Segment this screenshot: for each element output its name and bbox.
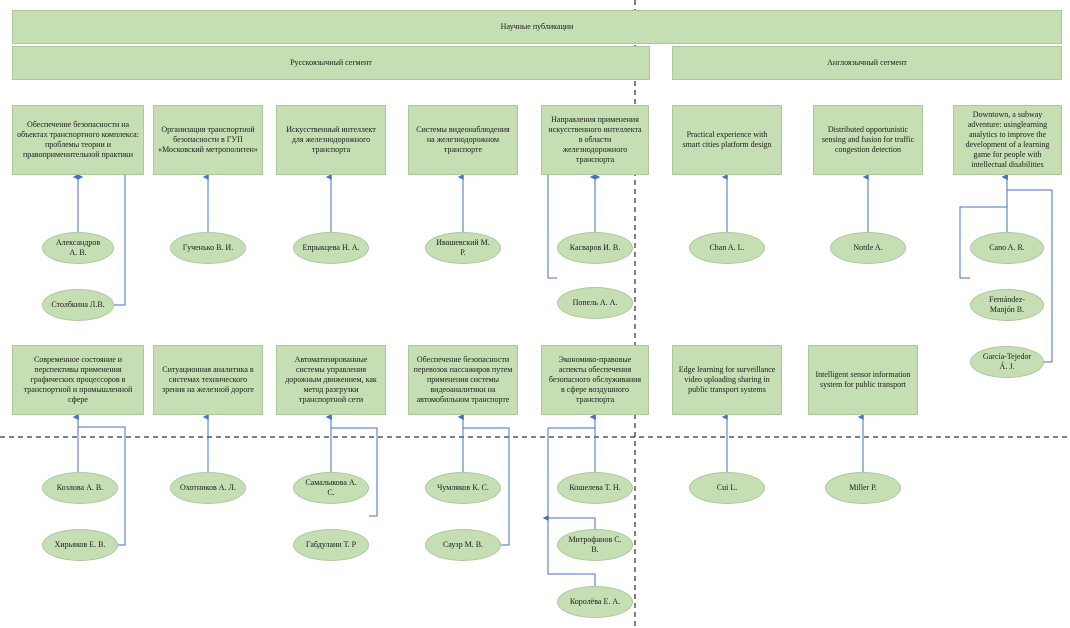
- author-oval: Cui L.: [689, 472, 765, 504]
- connector-arrow: [325, 414, 378, 517]
- topic-box: Обеспечение безопасности перевозок пасса…: [408, 345, 518, 415]
- diagram-title: Научные публикации: [12, 10, 1062, 44]
- author-oval: Кошелева Т. Н.: [557, 472, 633, 504]
- author-oval: Ивашевский М. Р.: [425, 232, 501, 264]
- author-oval: Попель А. А.: [557, 287, 633, 319]
- author-oval: Чумляков К. С.: [425, 472, 501, 504]
- author-oval: Chan A. L.: [689, 232, 765, 264]
- connector-arrow: [542, 515, 596, 586]
- topic-box: Организация транспортной безопасности в …: [153, 105, 263, 175]
- connector-arrow: [72, 414, 126, 546]
- topic-box: Обеспечение безопасности на объектах тра…: [12, 105, 144, 175]
- connector-arrow: [1001, 174, 1053, 363]
- author-oval: Fernández-Manjón B.: [970, 289, 1044, 321]
- topic-box: Системы видеонаблюдения на железнодорожн…: [408, 105, 518, 175]
- topic-box: Practical experience with smart cities p…: [672, 105, 782, 175]
- author-oval: Митрофанов С. В.: [557, 529, 633, 561]
- author-oval: Габдулаин Т. Р: [293, 529, 369, 561]
- topic-box: Distributed opportunistic sensing and fu…: [813, 105, 923, 175]
- topic-box: Экономико-правовые аспекты обеспечения б…: [541, 345, 649, 415]
- topic-box: Downtown, a subway adventure: usinglearn…: [953, 105, 1062, 175]
- topic-box: Intelligent sensor information system fo…: [808, 345, 918, 415]
- author-oval: Miller P.: [825, 472, 901, 504]
- author-oval: Охотников А. Л.: [170, 472, 246, 504]
- author-oval: Cano A. R.: [970, 232, 1044, 264]
- author-oval: Королёва Е. А.: [557, 586, 633, 618]
- author-oval: Гученько В. И.: [170, 232, 246, 264]
- author-oval: Хирьяков Е. В.: [42, 529, 118, 561]
- russian-segment-header: Русскоязычный сегмент: [12, 46, 650, 80]
- connector-arrow: [457, 414, 510, 546]
- topic-box: Ситуационная аналитика в системах технич…: [153, 345, 263, 415]
- author-oval: Епрыкцева Н. А.: [293, 232, 369, 264]
- connector-arrow: [547, 414, 596, 529]
- author-oval: Касваров И. В.: [557, 232, 633, 264]
- topic-box: Направления применения искусственного ин…: [541, 105, 649, 175]
- author-oval: Александров А. В.: [42, 232, 114, 264]
- topic-box: Современное состояние и перспективы прим…: [12, 345, 144, 415]
- author-oval: Nottle A.: [830, 232, 906, 264]
- topic-box: Автоматизированные системы управления до…: [276, 345, 386, 415]
- english-segment-header: Англоязычный сегмент: [672, 46, 1062, 80]
- author-oval: Козлова А. В.: [42, 472, 118, 504]
- connector-arrow: [959, 174, 1008, 279]
- author-oval: Самалыкова А. С.: [293, 472, 369, 504]
- topic-box: Edge learning for surveillance video upl…: [672, 345, 782, 415]
- author-oval: Саузр М. В.: [425, 529, 501, 561]
- author-oval: García-Tejedor Á. J.: [970, 346, 1044, 378]
- author-oval: Столбкина Л.В.: [42, 289, 114, 321]
- topic-box: Искусственный интеллект для железнодорож…: [276, 105, 386, 175]
